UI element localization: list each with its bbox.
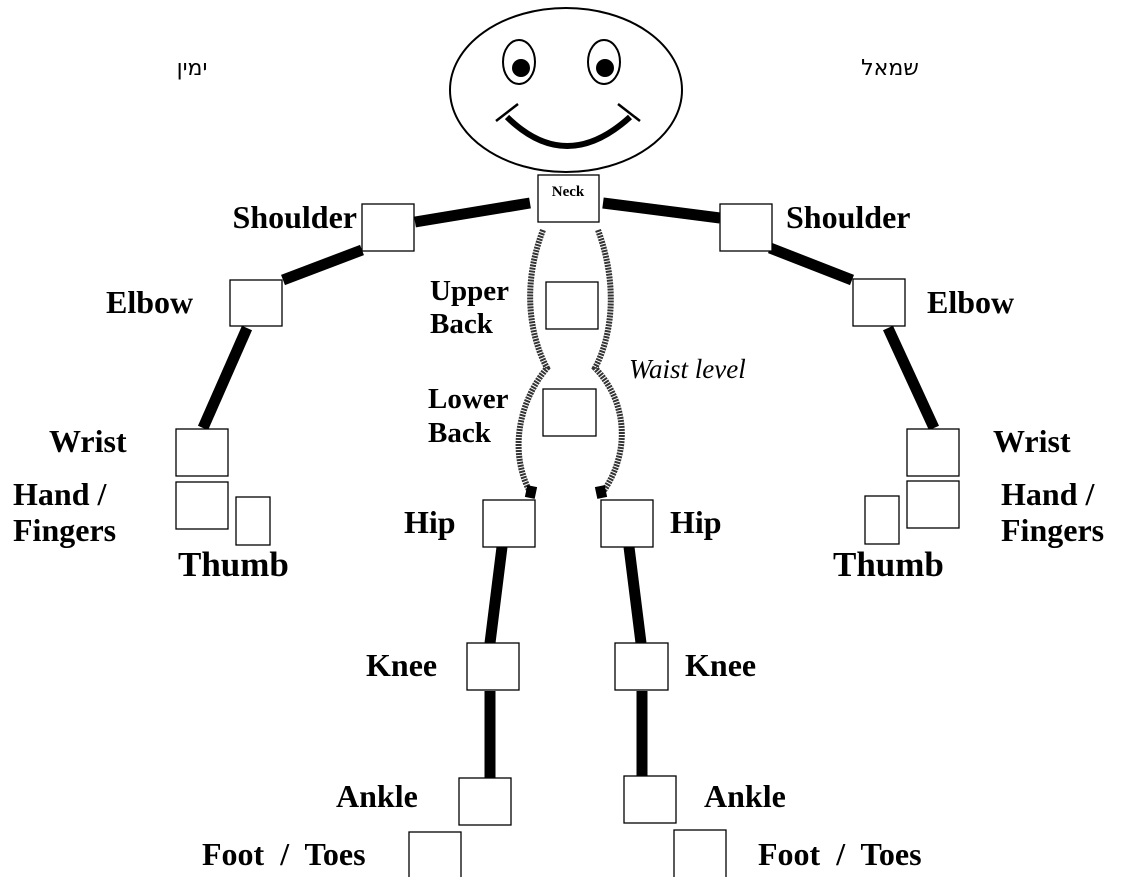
lower-back-box[interactable] <box>543 389 596 436</box>
torso <box>505 230 622 517</box>
foot-left-box[interactable] <box>674 830 726 877</box>
neck-label: Neck <box>552 184 585 200</box>
knee-left-label: Knee <box>685 647 756 683</box>
knee-right-box[interactable] <box>467 643 519 690</box>
limb-upperarm-left <box>770 248 852 280</box>
upper-back-box[interactable] <box>546 282 598 329</box>
hand-fingers-right-label-line1: Hand / <box>13 476 107 512</box>
wrist-left-box[interactable] <box>907 429 959 476</box>
shoulder-left-box[interactable] <box>720 204 772 251</box>
ankle-right-label: Ankle <box>336 778 418 814</box>
elbow-right-box[interactable] <box>230 280 282 326</box>
ankle-right-box[interactable] <box>459 778 511 825</box>
wrist-right-box[interactable] <box>176 429 228 476</box>
hand-fingers-left-label-line1: Hand / <box>1001 476 1095 512</box>
thumb-left-label: Thumb <box>833 545 944 584</box>
hand-left-box[interactable] <box>907 481 959 528</box>
elbow-left-label: Elbow <box>927 284 1014 320</box>
side-label-right: ימין <box>177 56 208 81</box>
limb-thigh-right <box>490 547 502 643</box>
torso-curve-right <box>519 230 547 492</box>
hip-right-box[interactable] <box>483 500 535 547</box>
hand-fingers-left-label-line2: Fingers <box>1001 512 1104 548</box>
foot-toes-right-label: Foot / Toes <box>202 836 366 872</box>
waist-level-label: Waist level <box>629 354 746 384</box>
hip-right-label: Hip <box>404 504 456 540</box>
limb-forearm-right <box>203 328 247 428</box>
hip-left-box[interactable] <box>601 500 653 547</box>
upper-back-label-line2: Back <box>430 308 494 340</box>
left-eye-pupil <box>512 59 530 77</box>
wrist-left-label: Wrist <box>993 423 1071 459</box>
thumb-left-box[interactable] <box>865 496 899 544</box>
hand-fingers-right-label-line2: Fingers <box>13 512 116 548</box>
elbow-left-box[interactable] <box>853 279 905 326</box>
lower-back-label-line2: Back <box>428 417 492 449</box>
elbow-right-label: Elbow <box>106 284 193 320</box>
torso-curve-left <box>595 230 622 492</box>
limb-forearm-left <box>888 328 934 428</box>
foot-toes-left-label: Foot / Toes <box>758 836 922 872</box>
right-eye-pupil <box>596 59 614 77</box>
ankle-left-box[interactable] <box>624 776 676 823</box>
head <box>450 8 682 172</box>
limb-upperarm-right <box>283 250 362 280</box>
thumb-right-label: Thumb <box>178 545 289 584</box>
shoulder-right-box[interactable] <box>362 204 414 251</box>
shoulder-left-label: Shoulder <box>786 199 910 235</box>
knee-right-label: Knee <box>366 647 437 683</box>
limb-neck-shoulder-right <box>415 203 530 222</box>
foot-right-box[interactable] <box>409 832 461 877</box>
limb-thigh-left <box>629 547 641 643</box>
shoulder-right-label: Shoulder <box>233 199 357 235</box>
hand-right-box[interactable] <box>176 482 228 529</box>
thumb-right-box[interactable] <box>236 497 270 545</box>
lower-back-label-line1: Lower <box>428 383 509 415</box>
upper-back-label-line1: Upper <box>430 275 509 307</box>
hip-left-label: Hip <box>670 504 722 540</box>
knee-left-box[interactable] <box>615 643 668 690</box>
ankle-left-label: Ankle <box>704 778 786 814</box>
wrist-right-label: Wrist <box>49 423 127 459</box>
limb-neck-shoulder-left <box>603 203 720 218</box>
side-label-left: שמאל <box>861 56 919 81</box>
